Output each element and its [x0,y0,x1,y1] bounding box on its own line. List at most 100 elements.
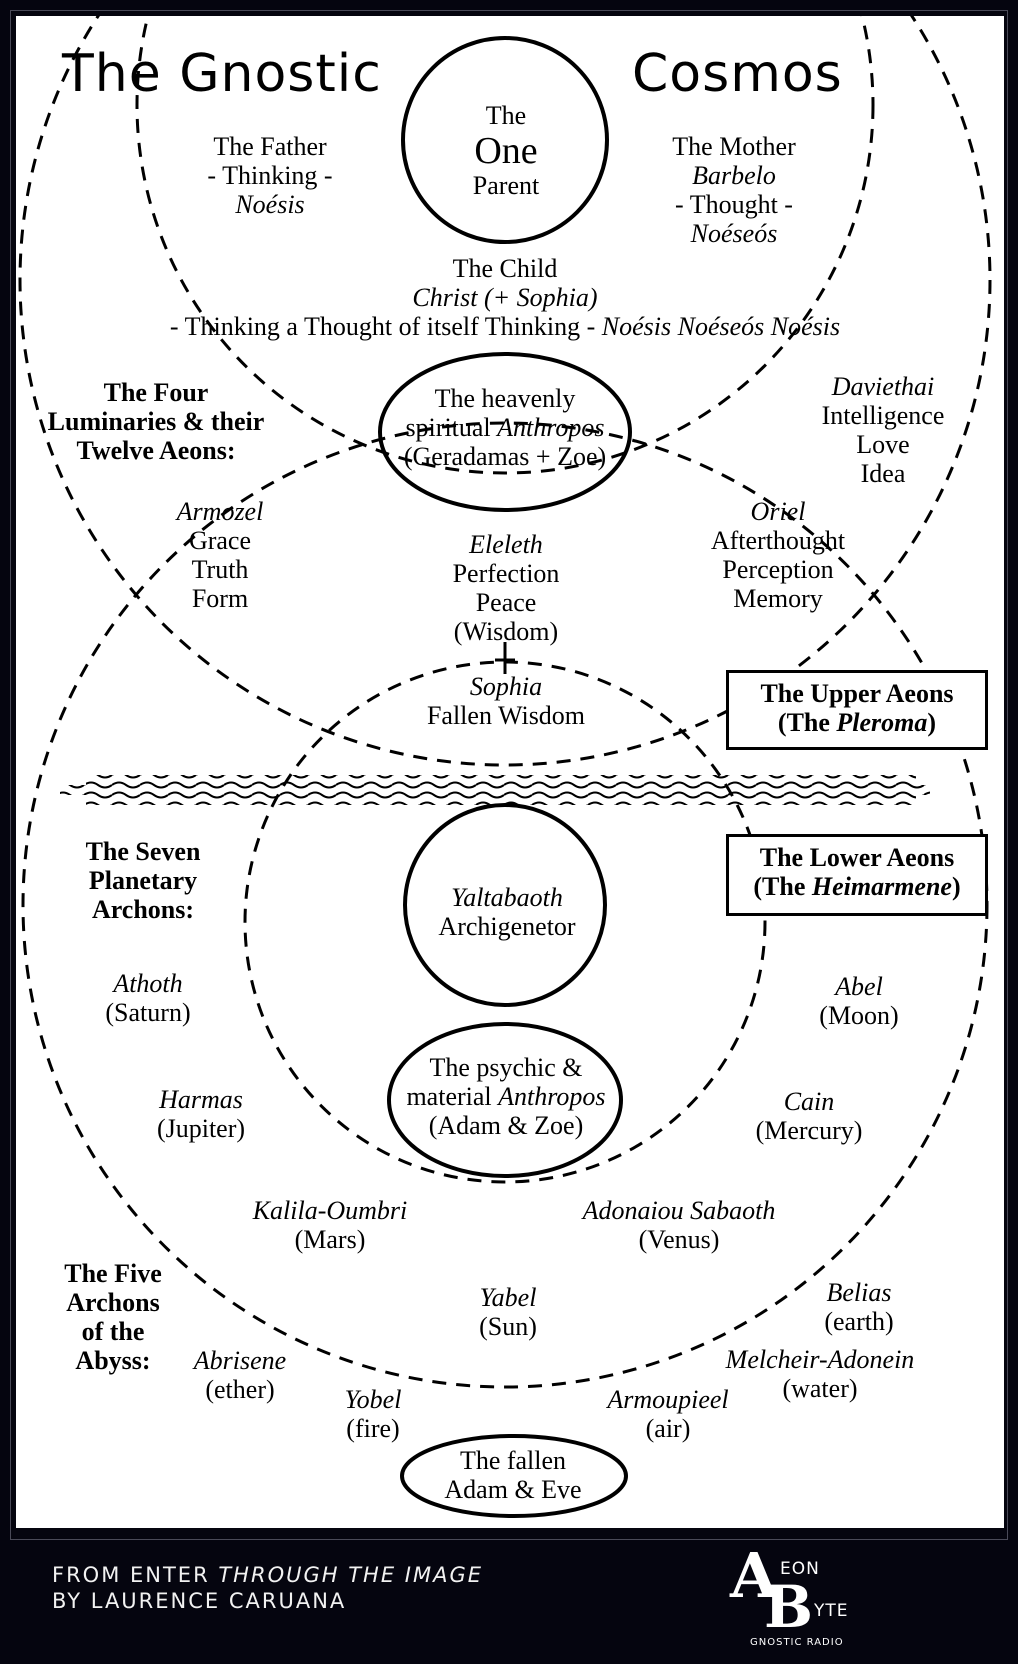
aeon: Perception [722,555,834,584]
abyss-archon-belias: Belias (earth) [824,1278,893,1336]
lower-aeons-line2-plain: (The [753,872,806,901]
seven-archons-heading: The Seven Planetary Archons: [86,837,201,924]
five-heading-line3: of the [81,1317,145,1346]
mother-line1: The Mother [672,132,796,161]
aeon: (Wisdom) [453,617,559,646]
abyss-archon-abrisene: Abrisene (ether) [194,1346,286,1404]
archon-name: Adonaiou Sabaoth [582,1196,776,1225]
psychic-anthropos-label: The psychic & material Anthropos (Adam &… [406,1053,605,1140]
archon-planet: (Saturn) [105,998,191,1027]
heavenly-anthropos-line1: The heavenly [434,384,576,413]
fallen-adam-eve-label: The fallen Adam & Eve [444,1446,581,1504]
sophia-line1: Sophia [469,672,543,701]
luminary-name: Armozel [176,497,264,526]
archon-planet: (Mercury) [755,1116,863,1145]
child-line3: - Thinking a Thought of itself Thinking … [170,312,840,341]
heavenly-anthropos-line2: spiritual Anthropos [404,413,606,442]
logo-eon: EON [780,1559,820,1579]
child-label: The Child Christ (+ Sophia) - Thinking a… [170,254,840,341]
aeon: Memory [733,584,823,613]
logo-yte: YTE [814,1601,849,1621]
seven-heading-line3: Archons: [91,895,195,924]
seven-heading-line1: The Seven [85,837,201,866]
archon-planet: (Venus) [638,1225,720,1254]
child-line3-plain: - Thinking a Thought of itself Thinking … [169,312,596,341]
upper-aeons-box: The Upper Aeons (The Pleroma) [726,670,988,750]
upper-aeons-line2-end: ) [927,708,937,737]
luminary-name: Daviethai [831,372,935,401]
archon-name: Harmas [159,1085,243,1114]
lower-aeons-line2: (The Heimarmene) [729,872,985,901]
archon-name: Cain [783,1087,835,1116]
father-label: The Father - Thinking - Noésis [207,132,332,219]
sophia-label: Sophia Fallen Wisdom [427,672,585,730]
aeon: Idea [860,459,906,488]
luminary-name: Eleleth [469,530,543,559]
lower-aeons-line1: The Lower Aeons [759,843,955,872]
heavenly-anthropos-line2-plain: spiritual [405,413,491,442]
luminary-armozel: Armozel Grace Truth Form [177,497,264,613]
archon-athoth: Athoth (Saturn) [105,969,190,1027]
father-line2: - Thinking - [207,161,333,190]
luminaries-heading-line3: Twelve Aeons: [76,436,236,465]
logo-letter-b: B [764,1573,814,1641]
abyss-archon-yobel: Yobel (fire) [345,1385,402,1443]
abyss-archon-name: Belias [826,1278,892,1307]
aeon-byte-logo: A EON B YTE GNOSTIC RADIO [730,1539,920,1655]
heavenly-anthropos-line2-italic: Anthropos [497,413,605,442]
abyss-archon-element: (ether) [205,1375,275,1404]
archon-planet: (Jupiter) [156,1114,246,1143]
lower-aeons-box: The Lower Aeons (The Heimarmene) [726,834,988,916]
credit-line1-italic: THROUGH THE IMAGE [218,1563,483,1587]
lower-aeons-line2-italic: Heimarmene [811,872,952,901]
title-right: Cosmos [632,44,843,104]
credit-line1-plain: FROM ENTER [52,1563,210,1587]
abyss-archon-name: Armoupieel [607,1385,729,1414]
outer-frame [10,10,1008,1540]
archon-yabel: Yabel (Sun) [479,1283,537,1341]
archon-planet: (Mars) [294,1225,366,1254]
mother-line2: Barbelo [692,161,776,190]
upper-aeons-line1: The Upper Aeons [760,679,954,708]
mother-label: The Mother Barbelo - Thought - Noéseós [672,132,795,248]
luminary-oriel: Oriel Afterthought Perception Memory [711,497,845,613]
archon-name: Athoth [113,969,183,998]
abyss-archon-element: (fire) [346,1414,400,1443]
luminaries-heading-line2: Luminaries & their [47,407,265,436]
five-heading-line4: Abyss: [75,1346,151,1375]
luminaries-heading: The Four Luminaries & their Twelve Aeons… [48,378,265,465]
abyss-archon-melcheir-adonein: Melcheir-Adonein (water) [726,1345,915,1403]
yaltabaoth-label: Yaltabaoth Archigenetor [438,883,575,941]
aeon: Truth [191,555,249,584]
five-heading-line2: Archons [66,1288,160,1317]
aeon: Love [856,430,910,459]
aeon: Grace [188,526,252,555]
archon-cain: Cain (Mercury) [756,1087,863,1145]
fallen-line1: The fallen [459,1446,567,1475]
aeon: Perfection [452,559,560,588]
logo-letter-a: A [730,1539,779,1612]
archon-adonaiou-sabaoth: Adonaiou Sabaoth (Venus) [583,1196,776,1254]
aeon: Form [191,584,249,613]
mother-line4: Noéseós [690,219,778,248]
archon-harmas: Harmas (Jupiter) [157,1085,245,1143]
psychic-anthropos-line2: material Anthropos [406,1082,605,1111]
archon-abel: Abel (Moon) [819,972,898,1030]
five-archons-heading: The Five Archons of the Abyss: [64,1259,162,1375]
the-one-line2: One [474,130,538,172]
child-line3-italic: Noésis Noéseós Noésis [601,312,841,341]
logo-tagline: GNOSTIC RADIO [750,1637,844,1648]
fallen-line2: Adam & Eve [444,1475,582,1504]
father-line1: The Father [213,132,327,161]
footer-credit: FROM ENTER THROUGH THE IMAGE BY LAURENCE… [52,1562,483,1614]
credit-line1: FROM ENTER THROUGH THE IMAGE [52,1562,483,1588]
abyss-archon-name: Abrisene [193,1346,287,1375]
yaltabaoth-line1: Yaltabaoth [451,883,563,912]
abyss-archon-armoupieel: Armoupieel (air) [607,1385,728,1443]
abyss-archon-name: Melcheir-Adonein [725,1345,915,1374]
the-one-line3: Parent [472,171,540,200]
child-line2: Christ (+ Sophia) [412,283,598,312]
aeon: Afterthought [710,526,846,555]
the-one-label: The One Parent [473,100,539,202]
father-line3: Noésis [235,190,305,219]
